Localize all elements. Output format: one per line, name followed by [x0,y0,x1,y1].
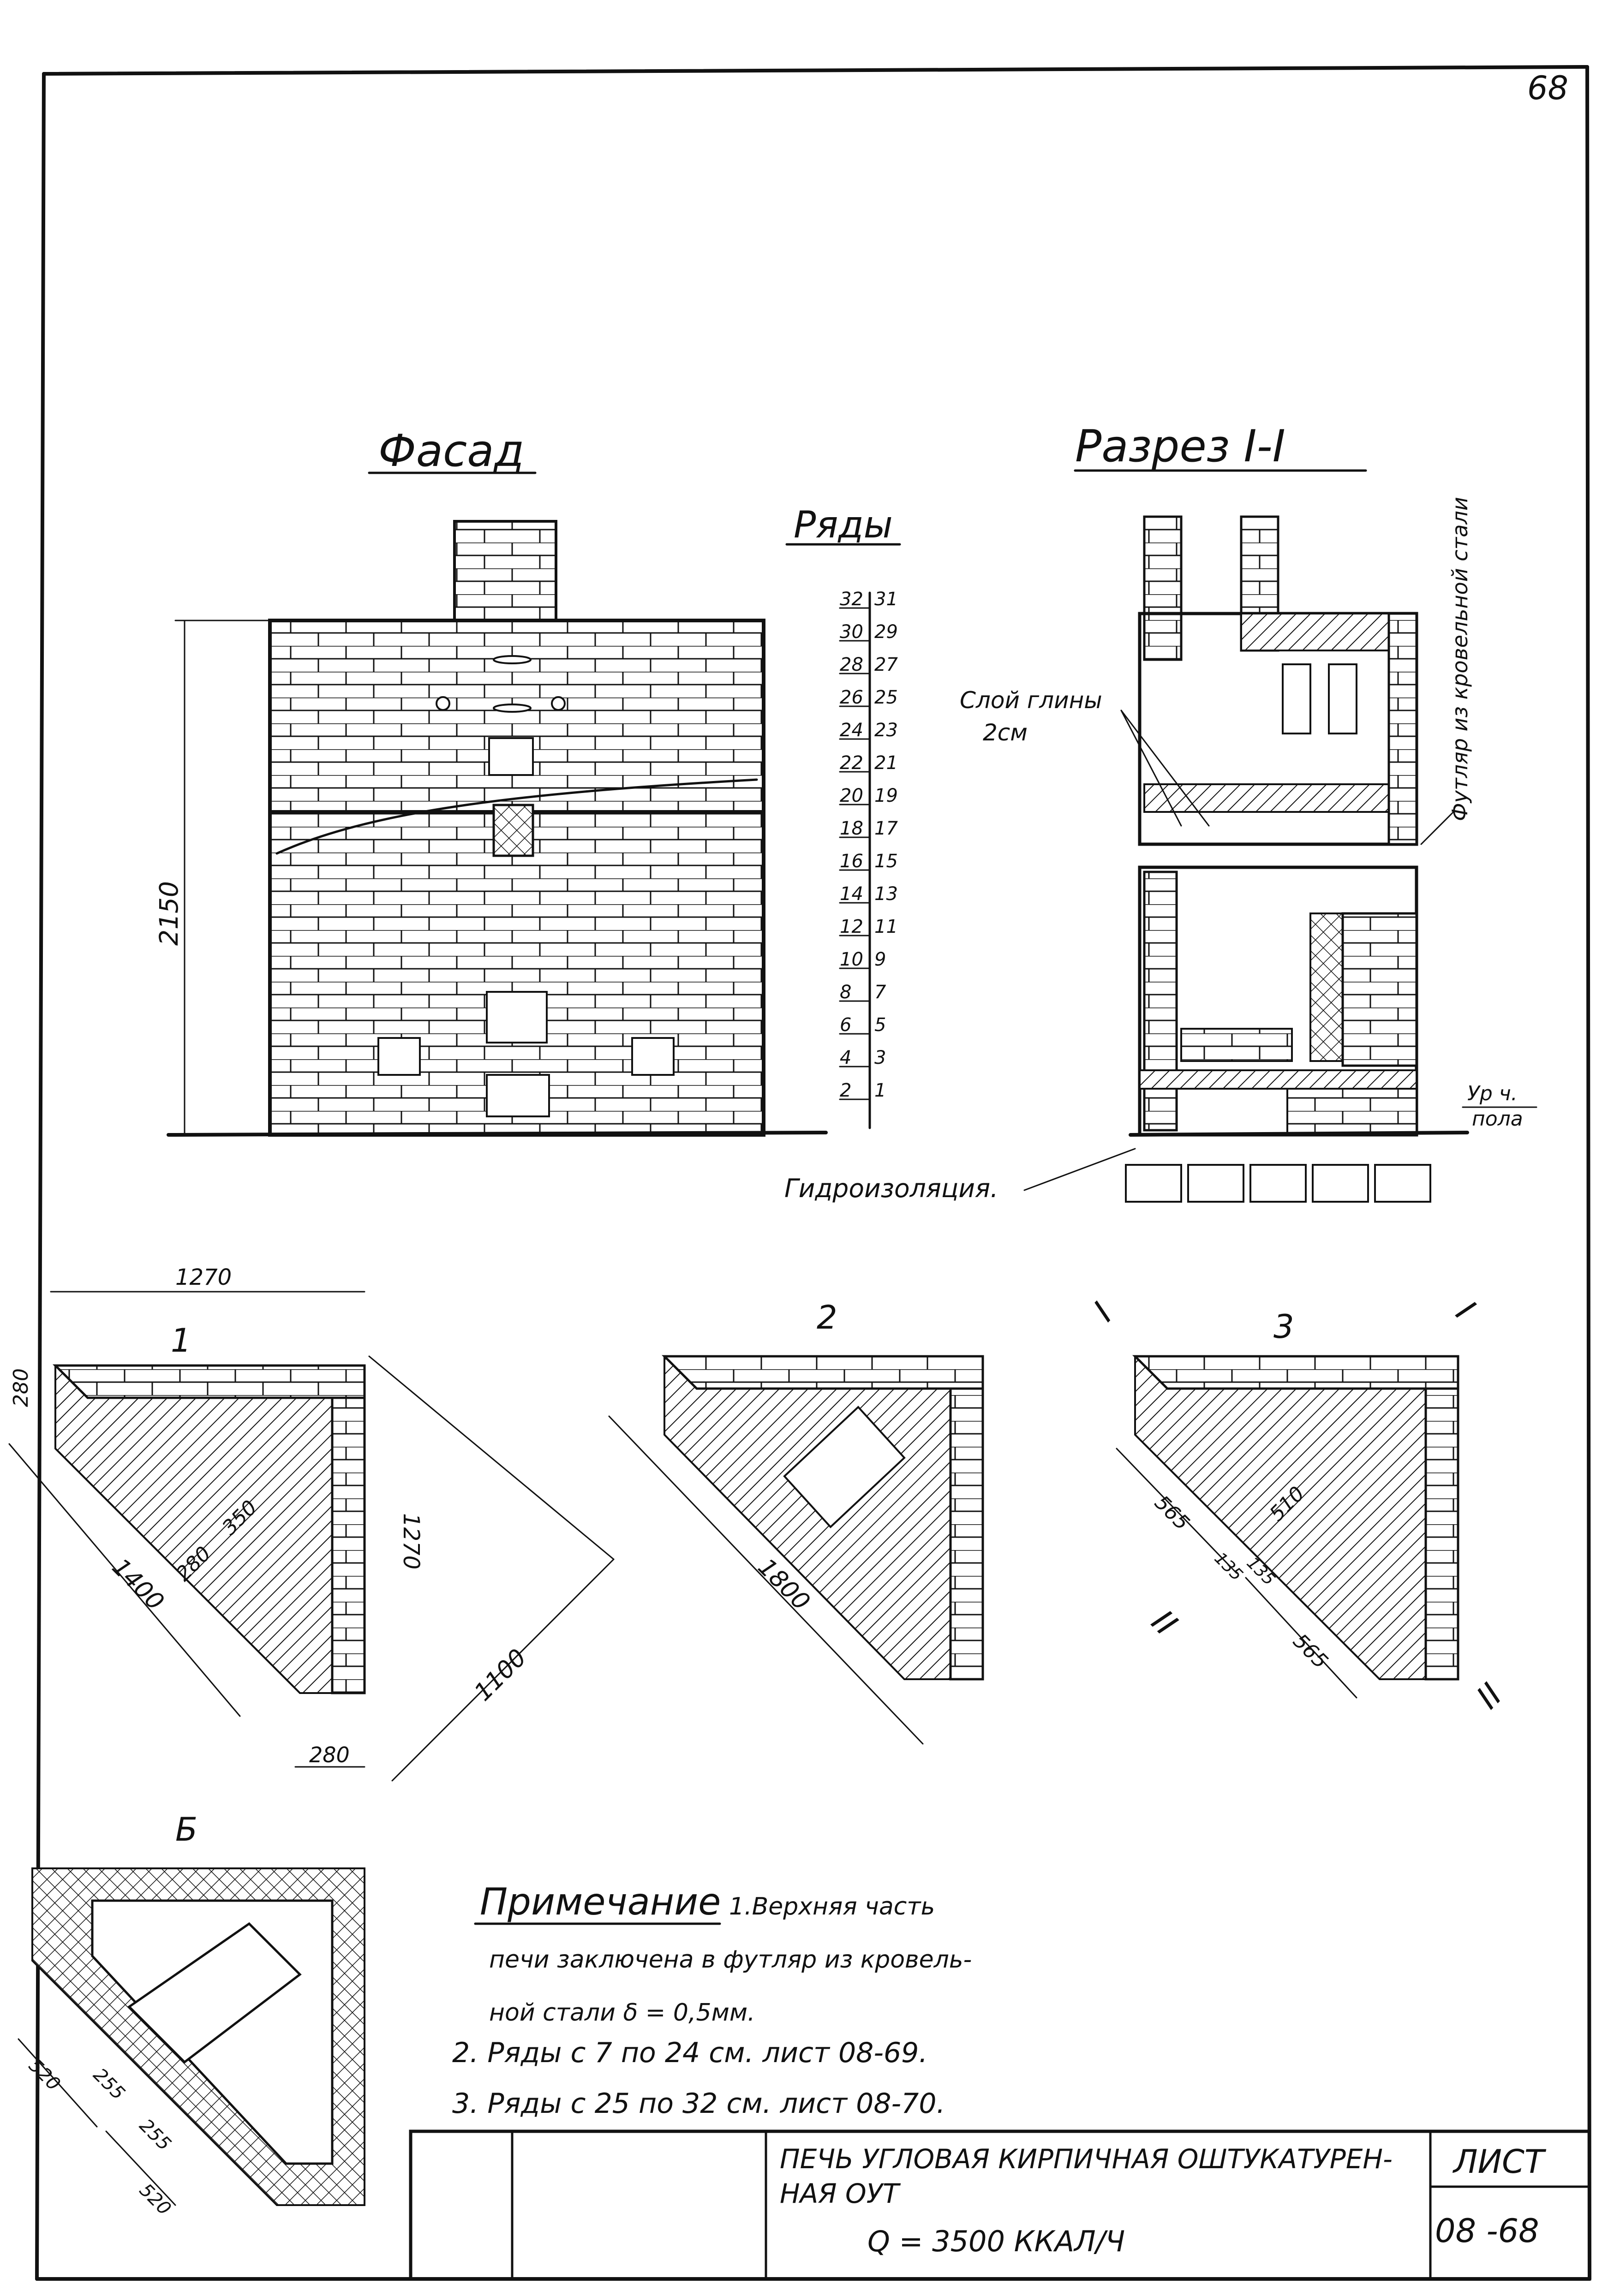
title-sheet-label: ЛИСТ [1452,2143,1547,2181]
row-label-right: 15 [874,851,898,872]
row-label-right: 31 [874,589,898,610]
planB-dim-1: 520 [24,2055,65,2095]
note-line-3: ной стали δ = 0,5мм. [489,1999,755,2027]
row-label-right: 1 [874,1080,886,1101]
foundation [1125,1164,1431,1203]
plan1-label: 1 [171,1322,191,1360]
row-label-right: 27 [874,654,898,675]
row-label-left: 12 [840,916,863,937]
row-label-left: 26 [840,687,863,708]
row-label-left: 2 [840,1080,851,1101]
row-label-left: 20 [840,785,863,806]
floor-level-1: Ур ч. [1467,1082,1518,1105]
facade-view: Фасад 2150 [154,426,828,1137]
title-name-line2: НАЯ ОУТ [780,2178,901,2209]
plan1-dim-1100: 1100 [469,1644,532,1706]
plan-1: 1 1270 280 350 280 1400 1270 1100 280 [8,1264,615,1782]
title-capacity: Q = 3500 ККАЛ/Ч [867,2224,1125,2258]
title-sheet-code: 08 -68 [1435,2212,1539,2250]
plan3-label: 3 [1273,1308,1294,1346]
clay-layer-label: Слой глины [960,687,1102,714]
plan-3: 3 565 510 135 135 565 I I II II [1086,1294,1509,1716]
planB-dim-3: 255 [135,2115,175,2155]
cut-mark-tl: I [1086,1295,1120,1329]
row-label-right: 9 [874,949,886,970]
row-label-right: 7 [874,982,886,1003]
note-line-2: печи заключена в футляр из кровель- [489,1946,972,1974]
cut-mark-tr: I [1449,1294,1482,1327]
cut-mark-br: II [1469,1676,1509,1716]
facade-chimney [453,520,557,622]
facade-damper-1 [493,655,532,664]
row-label-left: 30 [840,621,863,643]
facade-door-left [377,1037,421,1076]
row-label-left: 28 [840,654,863,675]
plan-2: 2 1800 [608,1299,984,1745]
row-label-right: 25 [874,687,898,708]
clay-thickness-label: 2см [983,719,1028,746]
casing-note: Футляр из кровельной стали [1447,497,1472,821]
facade-damper-2 [493,704,532,713]
title-name-line1: ПЕЧЬ УГЛОВАЯ КИРПИЧНАЯ ОШТУКАТУРЕН- [780,2143,1393,2175]
plan1-dim-diag: 1400 [107,1553,169,1616]
plan1-dim-left: 280 [9,1368,33,1407]
planB-dim-4: 520 [135,2180,175,2220]
facade-door-firebox [486,991,548,1044]
row-label-right: 11 [874,916,898,937]
facade-grille [492,804,534,857]
facade-title: Фасад [378,426,524,477]
row-label-left: 6 [840,1014,851,1036]
plan1-dim-right: 1270 [398,1513,424,1569]
notes: Примечание 1.Верхняя часть печи заключен… [452,1880,972,2120]
notes-heading: Примечание [480,1880,721,1923]
section-view: Разрез I-I Слой глины 2см [784,421,1537,1203]
cut-mark-bl: II [1144,1603,1184,1643]
rows-title: Ряды [794,503,893,546]
plan-b: Б 520 255 255 520 [18,1811,365,2219]
note-line-1: 1.Верхняя часть [729,1893,935,1920]
facade-door-upper [488,737,534,776]
section-title: Разрез I-I [1075,421,1285,472]
plan3-dim-5: 565 [1288,1629,1332,1673]
planB-label: Б [175,1811,197,1849]
row-label-left: 24 [840,720,863,741]
row-label-right: 5 [874,1014,886,1036]
waterproofing-label: Гидроизоляция. [784,1174,998,1203]
row-label-left: 18 [840,818,863,839]
row-label-left: 22 [840,752,863,774]
row-label-right: 19 [874,785,898,806]
plan3-dim-1: 565 [1150,1491,1194,1535]
row-label-left: 4 [840,1047,851,1068]
row-label-right: 23 [874,720,898,741]
row-label-left: 32 [840,589,863,610]
row-label-left: 14 [840,883,863,905]
sheet-number: 68 [1527,69,1568,107]
row-label-right: 13 [874,883,898,905]
row-label-left: 8 [840,982,851,1003]
row-label-right: 29 [874,621,898,643]
row-label-left: 10 [840,949,863,970]
planB-dim-2: 255 [89,2064,129,2105]
plan1-dim-bottom: 280 [309,1742,350,1767]
row-label-right: 17 [874,818,898,839]
plan1-dim-top: 1270 [175,1264,232,1290]
row-label-right: 3 [874,1047,886,1068]
title-block: ПЕЧЬ УГЛОВАЯ КИРПИЧНАЯ ОШТУКАТУРЕН- НАЯ … [409,2129,1591,2281]
facade-door-right [631,1037,675,1076]
floor-level-2: пола [1472,1107,1523,1131]
plan3-dim-3: 135 [1211,1549,1247,1585]
row-label-left: 16 [840,851,863,872]
row-label-right: 21 [874,752,898,774]
facade-height-dim: 2150 [154,881,184,946]
plan2-label: 2 [817,1299,837,1336]
note-line-4: 2. Ряды с 7 по 24 см. лист 08-69. [452,2037,927,2069]
note-line-5: 3. Ряды с 25 по 32 см. лист 08-70. [452,2087,945,2120]
facade-door-ash [486,1074,550,1117]
